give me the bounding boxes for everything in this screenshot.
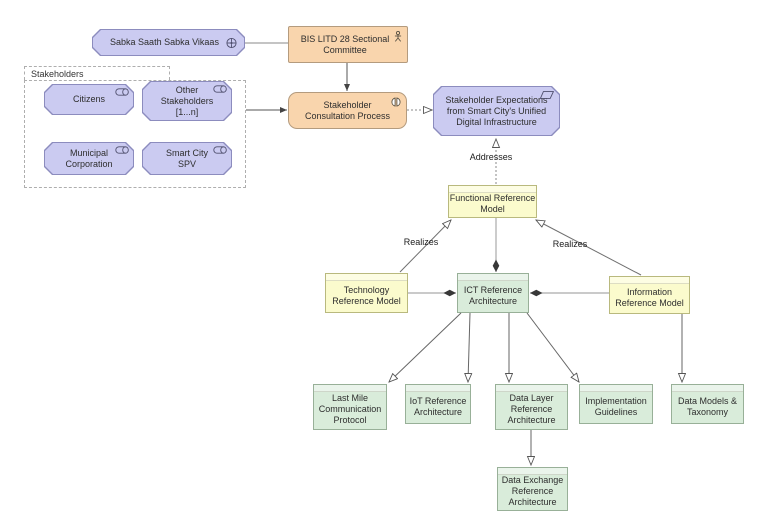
requirement-icon bbox=[539, 91, 555, 99]
node-citizens[interactable]: Citizens bbox=[44, 84, 134, 115]
node-expectations[interactable]: Stakeholder Expectations from Smart City… bbox=[433, 86, 560, 136]
node-label: Stakeholder Consultation Process bbox=[304, 99, 391, 121]
node-label: Smart City SPV bbox=[165, 147, 208, 169]
edge-ict-iot bbox=[468, 312, 470, 382]
node-label: ICT Reference Architecture bbox=[463, 284, 523, 306]
node-label: Implementation Guidelines bbox=[585, 395, 647, 417]
node-municipal-corporation[interactable]: Municipal Corporation bbox=[44, 142, 134, 175]
edge-ict-lastmile bbox=[389, 312, 462, 382]
node-label: Data Models & Taxonomy bbox=[677, 395, 738, 417]
edge-label-realizes-right: Realizes bbox=[552, 239, 588, 249]
node-data-exchange-reference-architecture[interactable]: Data Exchange Reference Architecture bbox=[497, 467, 568, 511]
node-label: Functional Reference Model bbox=[449, 193, 536, 214]
node-label: BIS LITD 28 Sectional Committee bbox=[300, 33, 390, 55]
node-information-reference-model[interactable]: Information Reference Model bbox=[609, 276, 690, 314]
node-label: Last Mile Communication Protocol bbox=[318, 393, 382, 425]
node-vision[interactable]: Sabka Saath Sabka Vikaas bbox=[92, 29, 245, 56]
node-other-stakeholders[interactable]: Other Stakeholders [1...n] bbox=[142, 81, 232, 121]
node-label: Data Exchange Reference Architecture bbox=[501, 475, 564, 507]
node-iot-reference-architecture[interactable]: IoT Reference Architecture bbox=[405, 384, 471, 424]
edge-ict-implementation bbox=[526, 312, 579, 382]
node-consultation-process[interactable]: Stakeholder Consultation Process bbox=[288, 92, 407, 129]
stakeholders-group-label: Stakeholders bbox=[31, 69, 84, 79]
business-interaction-icon bbox=[391, 97, 401, 107]
edge-label-realizes-left: Realizes bbox=[403, 237, 439, 247]
node-label: Other Stakeholders [1...n] bbox=[160, 84, 214, 117]
node-label: Information Reference Model bbox=[615, 286, 684, 308]
node-smart-city-spv[interactable]: Smart City SPV bbox=[142, 142, 232, 175]
stakeholder-role-icon bbox=[115, 88, 129, 96]
node-data-layer-reference-architecture[interactable]: Data Layer Reference Architecture bbox=[495, 384, 568, 430]
node-technology-reference-model[interactable]: Technology Reference Model bbox=[325, 273, 408, 313]
stakeholders-group-tab[interactable]: Stakeholders bbox=[24, 66, 170, 80]
node-label: Stakeholder Expectations from Smart City… bbox=[445, 94, 548, 127]
node-label: Municipal Corporation bbox=[65, 147, 113, 169]
business-actor-icon bbox=[394, 30, 402, 42]
node-committee[interactable]: BIS LITD 28 Sectional Committee bbox=[288, 26, 408, 63]
stakeholder-role-icon bbox=[213, 85, 227, 93]
node-ict-reference-architecture[interactable]: ICT Reference Architecture bbox=[457, 273, 529, 313]
node-label: Citizens bbox=[72, 94, 105, 104]
stakeholders-group-body[interactable] bbox=[24, 80, 246, 188]
node-last-mile-communication-protocol[interactable]: Last Mile Communication Protocol bbox=[313, 384, 387, 430]
node-functional-reference-model[interactable]: Functional Reference Model bbox=[448, 185, 537, 218]
driver-icon bbox=[226, 37, 237, 48]
stakeholder-role-icon bbox=[115, 146, 129, 154]
node-label: Technology Reference Model bbox=[332, 284, 401, 306]
edge-label-addresses: Addresses bbox=[469, 152, 513, 162]
node-data-models-taxonomy[interactable]: Data Models & Taxonomy bbox=[671, 384, 744, 424]
node-label: IoT Reference Architecture bbox=[409, 395, 467, 417]
node-label: Sabka Saath Sabka Vikaas bbox=[110, 37, 219, 47]
stakeholder-role-icon bbox=[213, 146, 227, 154]
node-label: Data Layer Reference Architecture bbox=[507, 393, 556, 425]
node-implementation-guidelines[interactable]: Implementation Guidelines bbox=[579, 384, 653, 424]
